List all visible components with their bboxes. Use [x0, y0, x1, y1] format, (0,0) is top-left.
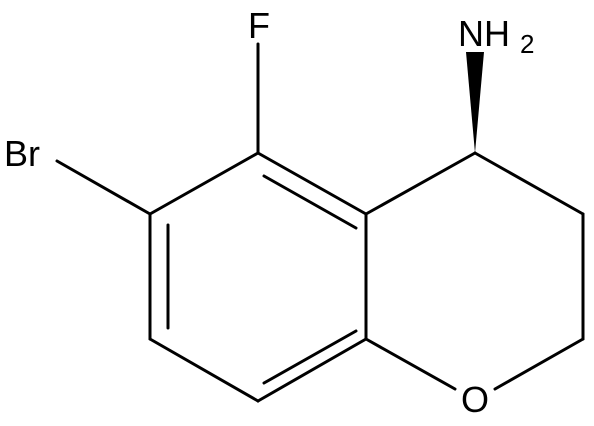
bond-c8a-c8 — [256, 337, 368, 403]
atom-label-amine: NH — [458, 13, 510, 54]
stereo-wedge-bond — [466, 52, 484, 153]
atom-label-amine-subscript: 2 — [520, 29, 534, 59]
atom-label-fluorine: F — [248, 5, 270, 46]
atom-label-oxygen: O — [461, 379, 489, 420]
bond-c8-c7 — [148, 337, 260, 403]
bond-o-c8a — [364, 337, 457, 391]
bond-c4a-c4 — [364, 151, 477, 216]
bond-c5-c4a-inner — [262, 174, 358, 230]
bond-c8a-c8-inner — [262, 329, 358, 385]
bond-c4-c3 — [473, 151, 585, 216]
atom-label-bromine: Br — [4, 133, 40, 174]
bond-c2-o — [493, 337, 585, 391]
bond-c6-br — [55, 159, 152, 216]
bond-c6-c5 — [148, 151, 260, 216]
bond-c5-c4a — [256, 151, 368, 216]
